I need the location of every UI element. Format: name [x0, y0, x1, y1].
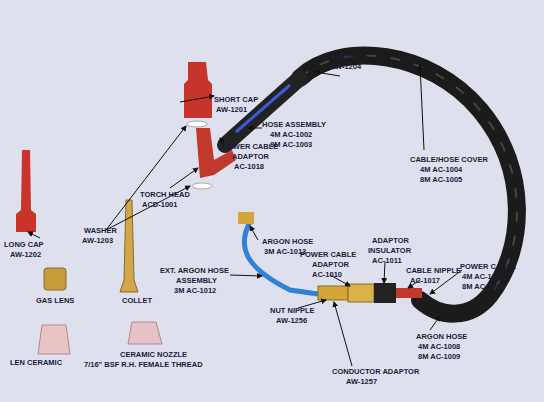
cable-nipple [396, 288, 422, 298]
part-label: ACD-1001 [142, 200, 177, 209]
long-cap [16, 150, 36, 232]
part-label: AW-1256 [276, 316, 307, 325]
part-label: COLLET [122, 296, 152, 305]
part-label: 8M AC-1005 [420, 175, 462, 184]
part-label: HOSE ASSEMBLY [262, 120, 326, 129]
part-label: CABLE/HOSE COVER [410, 155, 488, 164]
part-label: TORCH HEAD [140, 190, 190, 199]
part-label: GAS LENS [36, 296, 74, 305]
part-label: ADAPTOR [232, 152, 269, 161]
part-label: ARGON HOSE [262, 237, 313, 246]
hose-fitting [238, 212, 254, 224]
part-label: ARGON HOSE [416, 332, 467, 341]
part-label: POWER CABLE [460, 262, 516, 271]
part-label: SHORT CAP [214, 95, 258, 104]
part-label: WASHER [84, 226, 117, 235]
part-label: AC-1010 [312, 270, 342, 279]
part-label: 4M AC-1002 [270, 130, 312, 139]
part-label: LONG CAP [4, 240, 44, 249]
part-label: 3M AC-1012 [174, 286, 216, 295]
part-label: AC-1018 [234, 162, 264, 171]
part-label: 3M AC-1013 [264, 247, 306, 256]
ceramic-nozzle [128, 322, 162, 344]
part-label: AW-1204 [330, 62, 361, 71]
part-label: POWER CABLE [300, 250, 356, 259]
part-label: 4M AC-1004 [420, 165, 462, 174]
part-label: 8M AC-1003 [270, 140, 312, 149]
power-cable-adaptor [348, 284, 374, 302]
part-label: AC-1017 [410, 276, 440, 285]
torch-head [196, 128, 236, 178]
short-cap [184, 62, 212, 118]
part-label: AW-1202 [10, 250, 41, 259]
part-label: 7/16" BSF R.H. FEMALE THREAD [84, 360, 203, 369]
part-label: EXT. ARGON HOSE [160, 266, 229, 275]
adaptor-insulator [374, 283, 396, 303]
conductor-adaptor [318, 286, 348, 300]
leader-lines [28, 65, 462, 366]
part-label: AW-1257 [346, 377, 377, 386]
part-label: 8M AC-1009 [418, 352, 460, 361]
part-label: INSULATOR [368, 246, 411, 255]
hose-cover [300, 56, 517, 314]
hose-highlight [300, 56, 517, 295]
part-label: 8M AC-1007 [462, 282, 504, 291]
part-label: ASSEMBLY [176, 276, 217, 285]
part-label: ADAPTOR [312, 260, 349, 269]
part-label: ADAPTOR [372, 236, 409, 245]
part-label: AW-1203 [82, 236, 113, 245]
part-label: POWER CABLE [222, 142, 278, 151]
part-label: AW-1201 [216, 105, 247, 114]
part-label: CABLE NIPPLE [406, 266, 461, 275]
part-label: 4M AC-1006 [462, 272, 504, 281]
part-label: 4M AC-1008 [418, 342, 460, 351]
washer [187, 121, 207, 127]
collet [120, 200, 138, 292]
part-label: CONDUCTOR ADAPTOR [332, 367, 419, 376]
part-label: NUT NIPPLE [270, 306, 315, 315]
part-label: LEN CERAMIC [10, 358, 62, 367]
ceramic-nozzle [38, 325, 70, 354]
part-label: HANDLE [328, 52, 359, 61]
gas-lens [44, 268, 66, 290]
part-label: AC-1011 [372, 256, 402, 265]
washer [192, 183, 212, 189]
part-label: CERAMIC NOZZLE [120, 350, 187, 359]
